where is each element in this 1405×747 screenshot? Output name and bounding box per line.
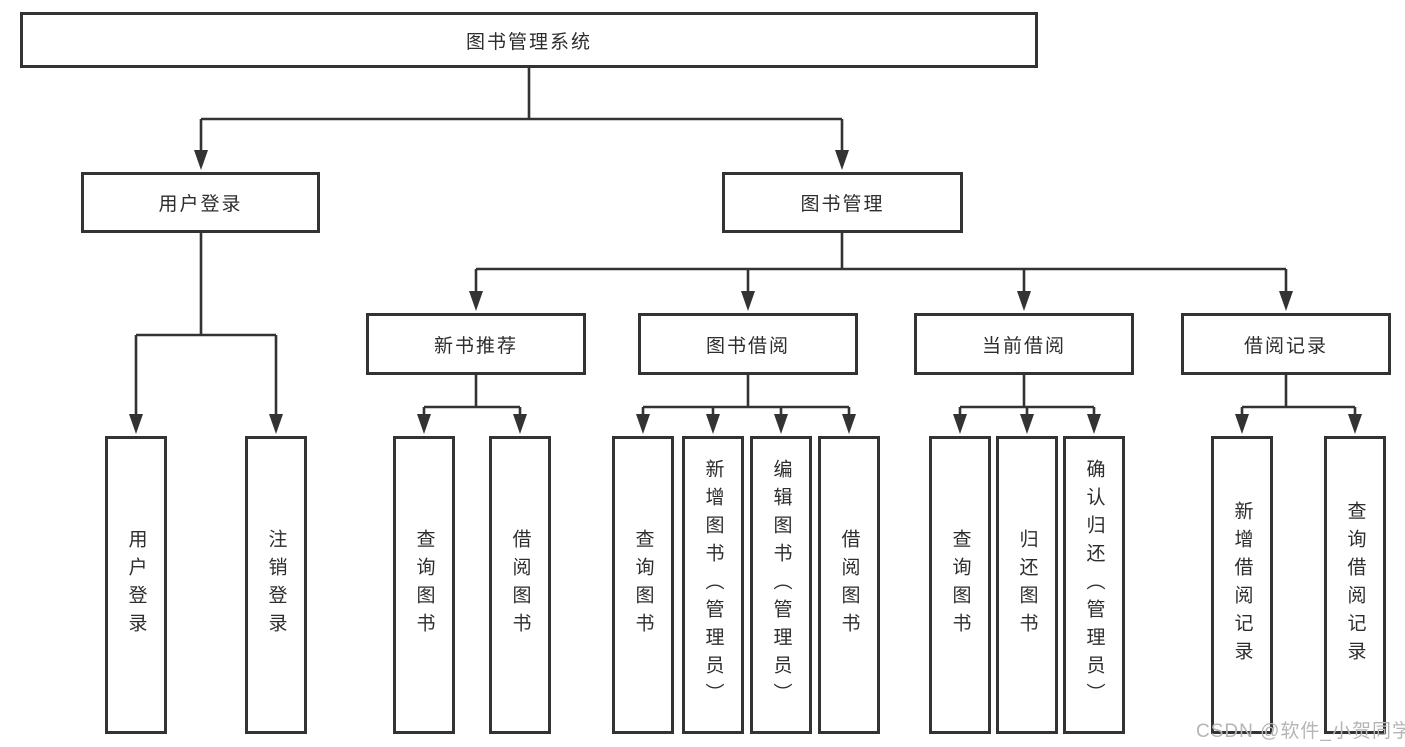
leaf-current-query-books-label: 查询图书 [949, 529, 971, 641]
leaf-current-query-books: 查询图书 [929, 436, 991, 734]
leaf-newbook-borrow-books: 借阅图书 [489, 436, 551, 734]
node-current-borrow: 当前借阅 [914, 313, 1134, 375]
connector-bookborrow-to-leaves [636, 375, 856, 434]
leaf-borrow-add-books-admin-label: 新增图书（管理员） [702, 459, 724, 711]
leaf-records-add-record-label: 新增借阅记录 [1231, 501, 1253, 669]
leaf-borrow-edit-books-admin-label: 编辑图书（管理员） [770, 459, 792, 711]
leaf-records-query-record: 查询借阅记录 [1324, 436, 1386, 734]
connector-userlogin-to-leaves [129, 233, 283, 434]
node-user-login-label: 用户登录 [158, 194, 243, 215]
leaf-borrow-edit-books-admin: 编辑图书（管理员） [750, 436, 812, 734]
leaf-newbook-query-books: 查询图书 [393, 436, 455, 734]
leaf-current-return-books-label: 归还图书 [1016, 529, 1038, 641]
node-new-book-recommend: 新书推荐 [366, 313, 586, 375]
connector-currentborrow-to-leaves [953, 375, 1101, 434]
node-new-book-recommend-label: 新书推荐 [433, 335, 518, 357]
node-book-borrow-label: 图书借阅 [705, 335, 790, 357]
connector-bookmgmt-to-level3 [469, 233, 1293, 311]
leaf-borrow-query-books: 查询图书 [612, 436, 674, 734]
leaf-borrow-add-books-admin: 新增图书（管理员） [682, 436, 744, 734]
node-book-management: 图书管理 [722, 172, 963, 233]
connector-records-to-leaves [1235, 375, 1362, 434]
node-root-label: 图书管理系统 [465, 31, 592, 53]
leaf-user-login: 用户登录 [105, 436, 167, 734]
node-user-login: 用户登录 [81, 172, 320, 233]
leaf-borrow-borrow-books: 借阅图书 [818, 436, 880, 734]
node-book-management-label: 图书管理 [800, 194, 885, 215]
node-borrow-records: 借阅记录 [1181, 313, 1391, 375]
leaf-user-login-label: 用户登录 [125, 529, 147, 641]
leaf-logout: 注销登录 [245, 436, 307, 734]
leaf-borrow-query-books-label: 查询图书 [632, 529, 654, 641]
leaf-records-add-record: 新增借阅记录 [1211, 436, 1273, 734]
leaf-newbook-borrow-books-label: 借阅图书 [509, 529, 531, 641]
connector-root-to-level2 [194, 68, 849, 170]
node-book-borrow: 图书借阅 [638, 313, 858, 375]
leaf-current-confirm-return-admin-label: 确认归还（管理员） [1083, 459, 1105, 711]
leaf-borrow-borrow-books-label: 借阅图书 [838, 529, 860, 641]
leaf-records-query-record-label: 查询借阅记录 [1344, 501, 1366, 669]
leaf-current-return-books: 归还图书 [996, 436, 1058, 734]
node-borrow-records-label: 借阅记录 [1243, 335, 1328, 357]
node-current-borrow-label: 当前借阅 [981, 335, 1066, 357]
node-root: 图书管理系统 [20, 12, 1038, 68]
leaf-newbook-query-books-label: 查询图书 [413, 529, 435, 641]
connector-newbook-to-leaves [417, 375, 527, 434]
leaf-current-confirm-return-admin: 确认归还（管理员） [1063, 436, 1125, 734]
leaf-logout-label: 注销登录 [265, 529, 287, 641]
